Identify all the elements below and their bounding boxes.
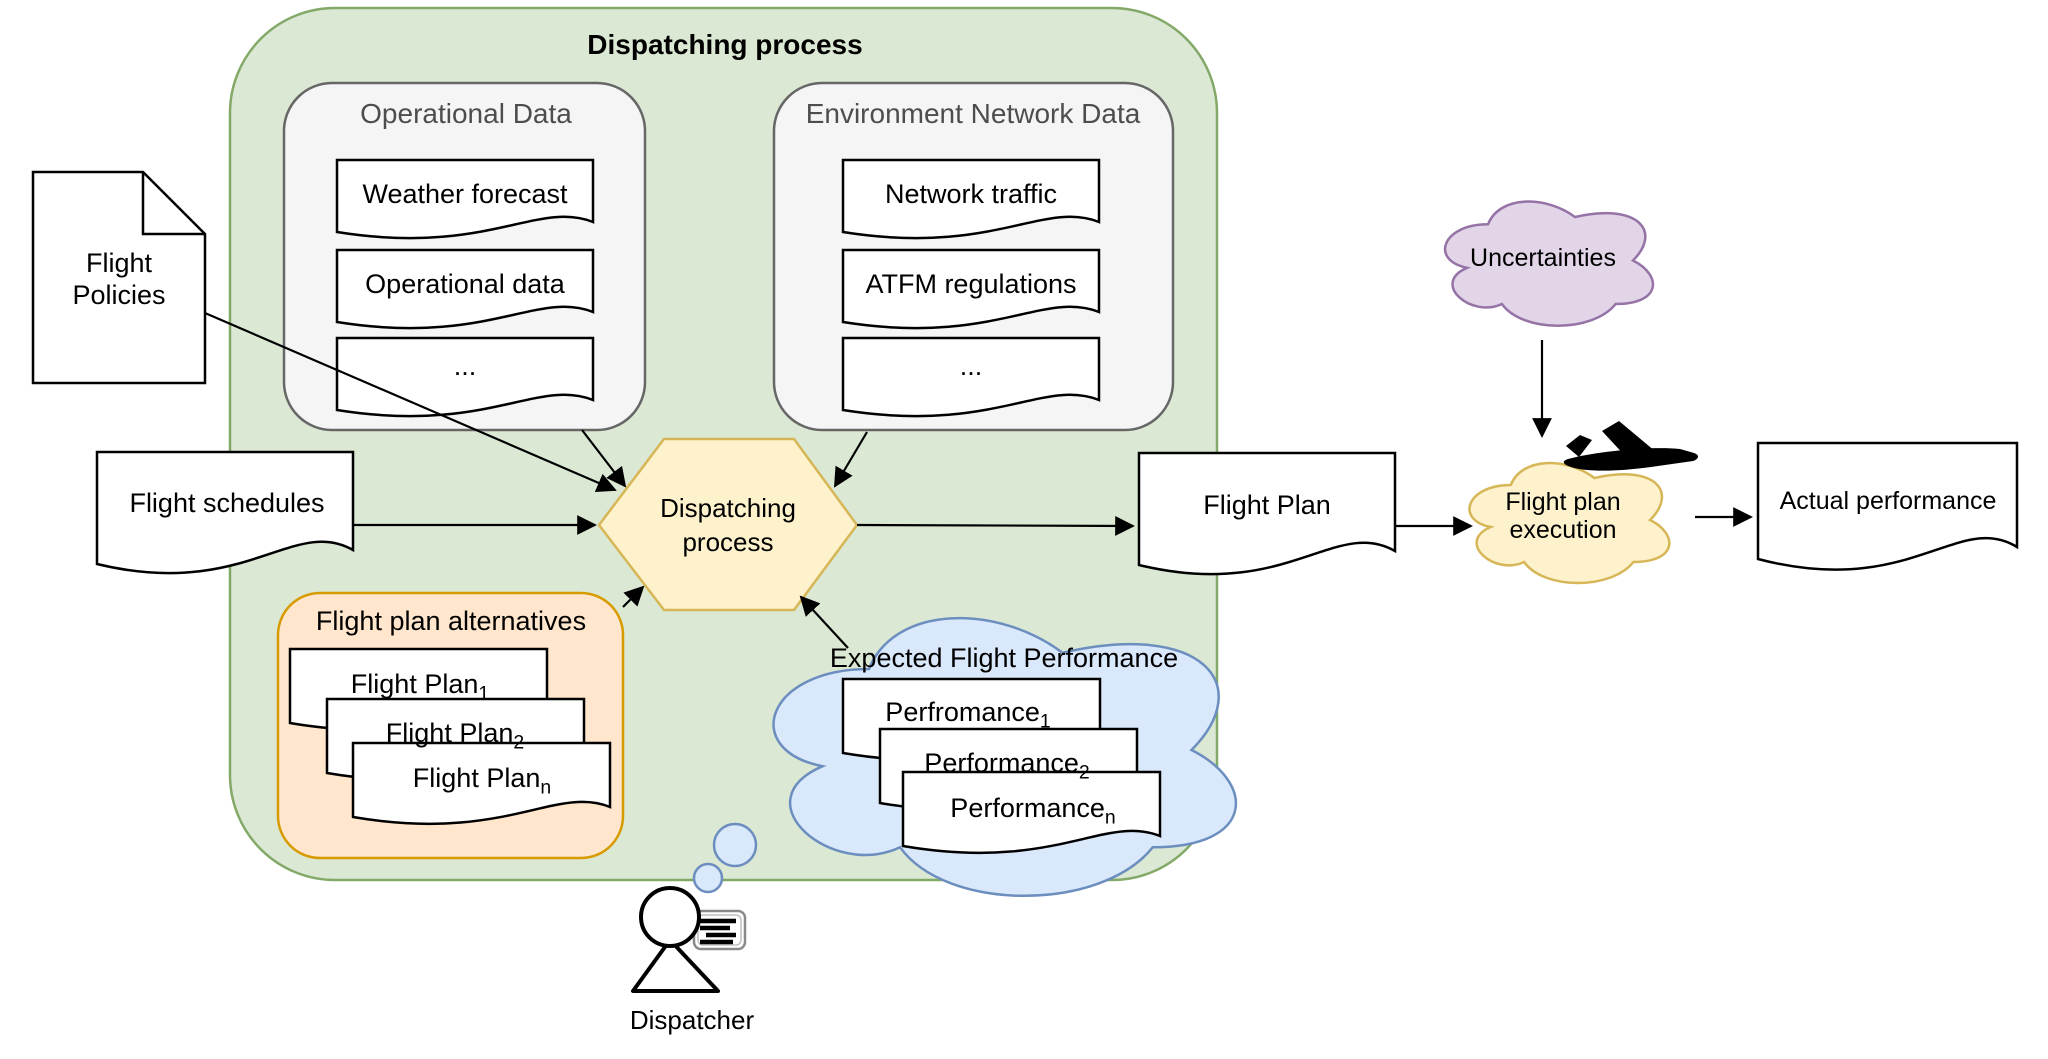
- connector-arrows: [204, 311, 1753, 649]
- arrow-performance-to-process: [799, 595, 849, 649]
- flight-plan-n-document-icon: [351, 741, 612, 826]
- flight-plan-n-label: Flight Plann: [412, 763, 552, 799]
- arrow-policies-to-process: [204, 311, 617, 493]
- flight-plan-document-icon: [1137, 451, 1397, 576]
- performance-2-label: Performance2: [924, 748, 1090, 784]
- flight-plan-alternatives-title: Flight plan alternatives: [315, 606, 587, 636]
- operational-data-document-icon: [335, 248, 595, 330]
- thought-bubble-large-icon: [712, 822, 758, 868]
- expected-flight-performance-title: Expected Flight Performance: [829, 643, 1179, 673]
- flight-policies-label: Flight Policies: [72, 248, 166, 310]
- operational-more-label: ...: [453, 351, 477, 381]
- flight-schedules-label: Flight schedules: [129, 488, 325, 518]
- flight-plan-execution-label: Flight plan execution: [1505, 488, 1621, 544]
- network-traffic-document-icon: [841, 158, 1101, 240]
- dispatcher-person-icon: [631, 886, 720, 993]
- arrow-environment-to-process: [833, 431, 868, 488]
- diagram-title: Dispatching process: [587, 29, 863, 60]
- actual-performance-document-icon: [1756, 441, 2019, 571]
- flight-plan-label: Flight Plan: [1203, 490, 1331, 520]
- operational-data-title: Operational Data: [360, 98, 572, 129]
- flight-plan-execution-cloud: [1468, 461, 1671, 585]
- weather-forecast-document-icon: [335, 158, 595, 240]
- environment-more-document-icon: [841, 336, 1101, 418]
- flight-policies-note-icon: [31, 170, 207, 385]
- arrow-process-to-flightplan: [856, 516, 1135, 536]
- flight-plan-1-label: Flight Plan1: [350, 669, 490, 705]
- arrow-alternatives-to-process: [622, 585, 645, 608]
- actual-performance-label: Actual performance: [1779, 487, 1997, 515]
- uncertainties-label: Uncertainties: [1470, 244, 1616, 272]
- weather-forecast-label: Weather forecast: [362, 179, 568, 209]
- operational-data-label: Operational data: [365, 269, 565, 299]
- flight-plan-2-label: Flight Plan2: [385, 718, 525, 754]
- atfm-regulations-label: ATFM regulations: [865, 269, 1077, 299]
- flight-schedules-document-icon: [95, 450, 355, 575]
- performance-n-label: Performancen: [950, 793, 1116, 829]
- environment-network-data-title: Environment Network Data: [805, 98, 1141, 129]
- arrow-operational-to-process: [581, 429, 627, 488]
- thought-bubble-small-icon: [692, 862, 724, 894]
- environment-more-label: ...: [959, 351, 983, 381]
- dispatching-process-label: Dispatching process: [660, 493, 796, 557]
- uncertainties-cloud: [1443, 200, 1655, 327]
- performance-1-label: Perfromance1: [885, 697, 1051, 733]
- airplane-icon: [1563, 421, 1699, 471]
- atfm-regulations-document-icon: [841, 248, 1101, 330]
- id-badge-icon: [692, 909, 747, 951]
- performance-n-document-icon: [901, 770, 1162, 855]
- dispatcher-label: Dispatcher: [629, 1005, 755, 1035]
- network-traffic-label: Network traffic: [884, 179, 1058, 209]
